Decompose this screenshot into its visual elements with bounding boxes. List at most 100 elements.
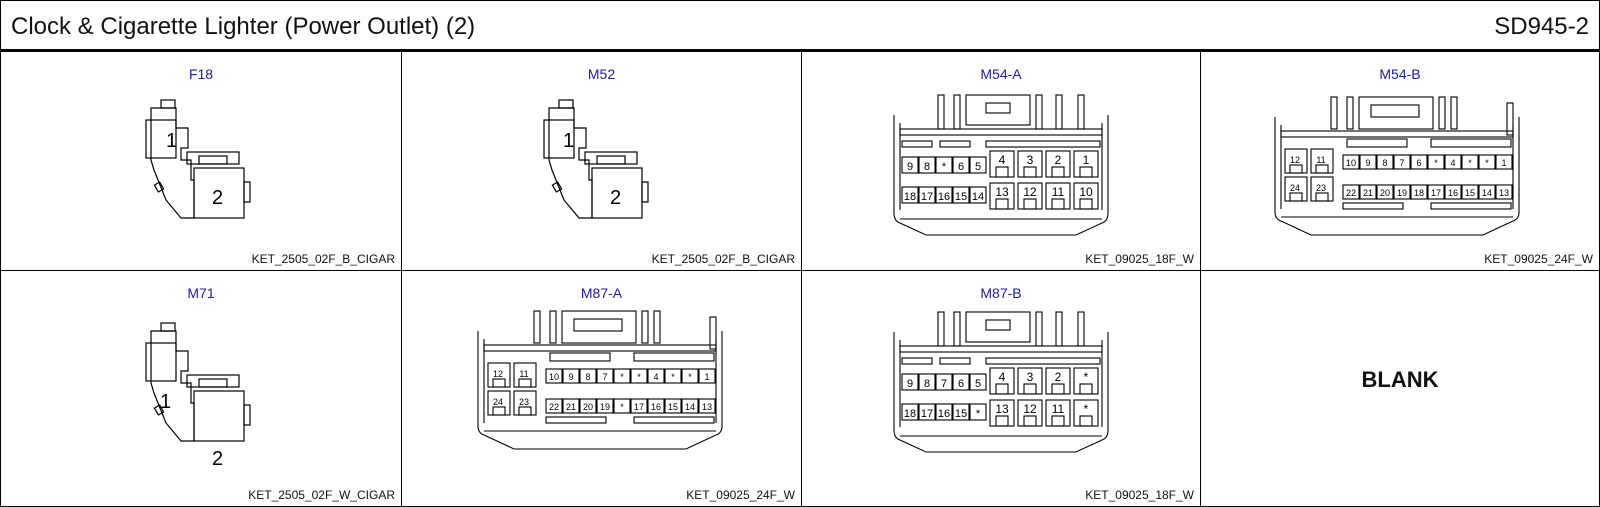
cavity-slot (1051, 166, 1065, 178)
pin-label: 16 (651, 402, 661, 412)
pin-label: 14 (1482, 188, 1492, 198)
connector-part: KET_2505_02F_B_CIGAR (251, 252, 395, 266)
pin-box (1342, 154, 1360, 170)
connector-cell-m52: M52 1 2 KET_2505_02F_B_CIGAR (402, 52, 802, 271)
pin-label: 12 (1290, 155, 1300, 165)
pin-label: * (976, 408, 981, 420)
pin-label: * (688, 372, 692, 382)
pin-box (664, 398, 682, 414)
pin-box (647, 368, 665, 384)
connector-2pin-drawing: 1 2 (145, 322, 251, 470)
connector-name: M54-A (980, 66, 1022, 82)
pin-label: 23 (1316, 183, 1326, 193)
pin-box (1461, 184, 1479, 200)
connector-cell-m71: M71 1 2 KET_2505_02F_W_CIGAR (1, 271, 402, 506)
cavity-slot (1079, 166, 1093, 178)
pin-box (630, 398, 648, 414)
pin-box (901, 403, 919, 421)
lock-slot (985, 102, 1011, 114)
pin-label: 1 (704, 372, 709, 382)
cavity-slot (1023, 415, 1037, 427)
pin-label: 13 (702, 402, 712, 412)
lock-tab (561, 310, 637, 344)
housing-outline (1274, 117, 1520, 236)
pin-box (545, 368, 563, 384)
connector-part: KET_09025_18F_W (1085, 252, 1194, 266)
pin-label: * (1468, 158, 1472, 168)
pin-label: 8 (924, 161, 930, 173)
cavity-slot (518, 406, 532, 416)
pin-box (901, 186, 919, 204)
rib (1430, 138, 1512, 148)
connector-2pin (145, 322, 251, 442)
cavity-slot (1051, 383, 1065, 395)
pin-box (1393, 154, 1411, 170)
housing-inner (483, 339, 717, 423)
pin-label: * (1485, 158, 1489, 168)
pin-box (969, 403, 987, 421)
pin-box (1342, 184, 1360, 200)
pin-label: 3 (1027, 370, 1034, 384)
pin-label: 15 (955, 408, 967, 420)
rib (1342, 202, 1404, 210)
pin-label: 16 (938, 408, 950, 420)
connector-name: M87-B (980, 285, 1022, 301)
pin-label: 7 (1399, 158, 1404, 168)
pin-box (1359, 184, 1377, 200)
pin-label: 2 (212, 448, 223, 470)
pin-label: 9 (907, 378, 913, 390)
pin-box (1444, 184, 1462, 200)
pin-box (545, 398, 563, 414)
pin-label: * (620, 402, 624, 412)
pin-label: 11 (519, 369, 528, 379)
pin-label: 6 (1416, 158, 1421, 168)
pin-label: 19 (600, 402, 610, 412)
pin-label: 10 (1079, 185, 1093, 199)
pin-label: 6 (958, 378, 964, 390)
pin-box (596, 398, 614, 414)
pin-box (579, 398, 597, 414)
pin-box (1478, 154, 1496, 170)
page-code: SD945-2 (1494, 13, 1589, 40)
housing-outline (477, 331, 723, 450)
pin-label: 3 (1027, 153, 1034, 167)
pin-label: 2 (1055, 370, 1062, 384)
rib (985, 357, 1101, 365)
latch (653, 310, 661, 344)
cavity-slot (1023, 166, 1037, 178)
pin-label: * (637, 372, 641, 382)
pin-label: 1 (1083, 153, 1090, 167)
cavity-slot (1079, 415, 1093, 427)
pin-label: 16 (1448, 188, 1458, 198)
pin-box (952, 403, 970, 421)
pin-label: 4 (1450, 158, 1455, 168)
connector-part: KET_09025_24F_W (1484, 252, 1593, 266)
pin-label: 8 (1382, 158, 1387, 168)
pin-label: 15 (1465, 188, 1475, 198)
lock-tab (965, 94, 1031, 126)
pin-box (630, 368, 648, 384)
header: Clock & Cigarette Lighter (Power Outlet)… (1, 1, 1599, 52)
pin-box (918, 403, 936, 421)
connector-name: F18 (188, 66, 214, 82)
rib (985, 140, 1101, 148)
pin-box (969, 373, 987, 391)
connector-2pin-drawing: 1 2 (145, 99, 251, 219)
cavity-slot (995, 166, 1009, 178)
pin-label: 9 (907, 161, 913, 173)
housing-inner (1280, 125, 1514, 209)
cavity-slot (1289, 164, 1303, 174)
pin-label: 14 (972, 191, 984, 203)
pin-box (698, 398, 716, 414)
pin-box (969, 156, 987, 174)
connector-2pin-drawing: 1 2 (543, 99, 649, 219)
pin-box (1461, 154, 1479, 170)
